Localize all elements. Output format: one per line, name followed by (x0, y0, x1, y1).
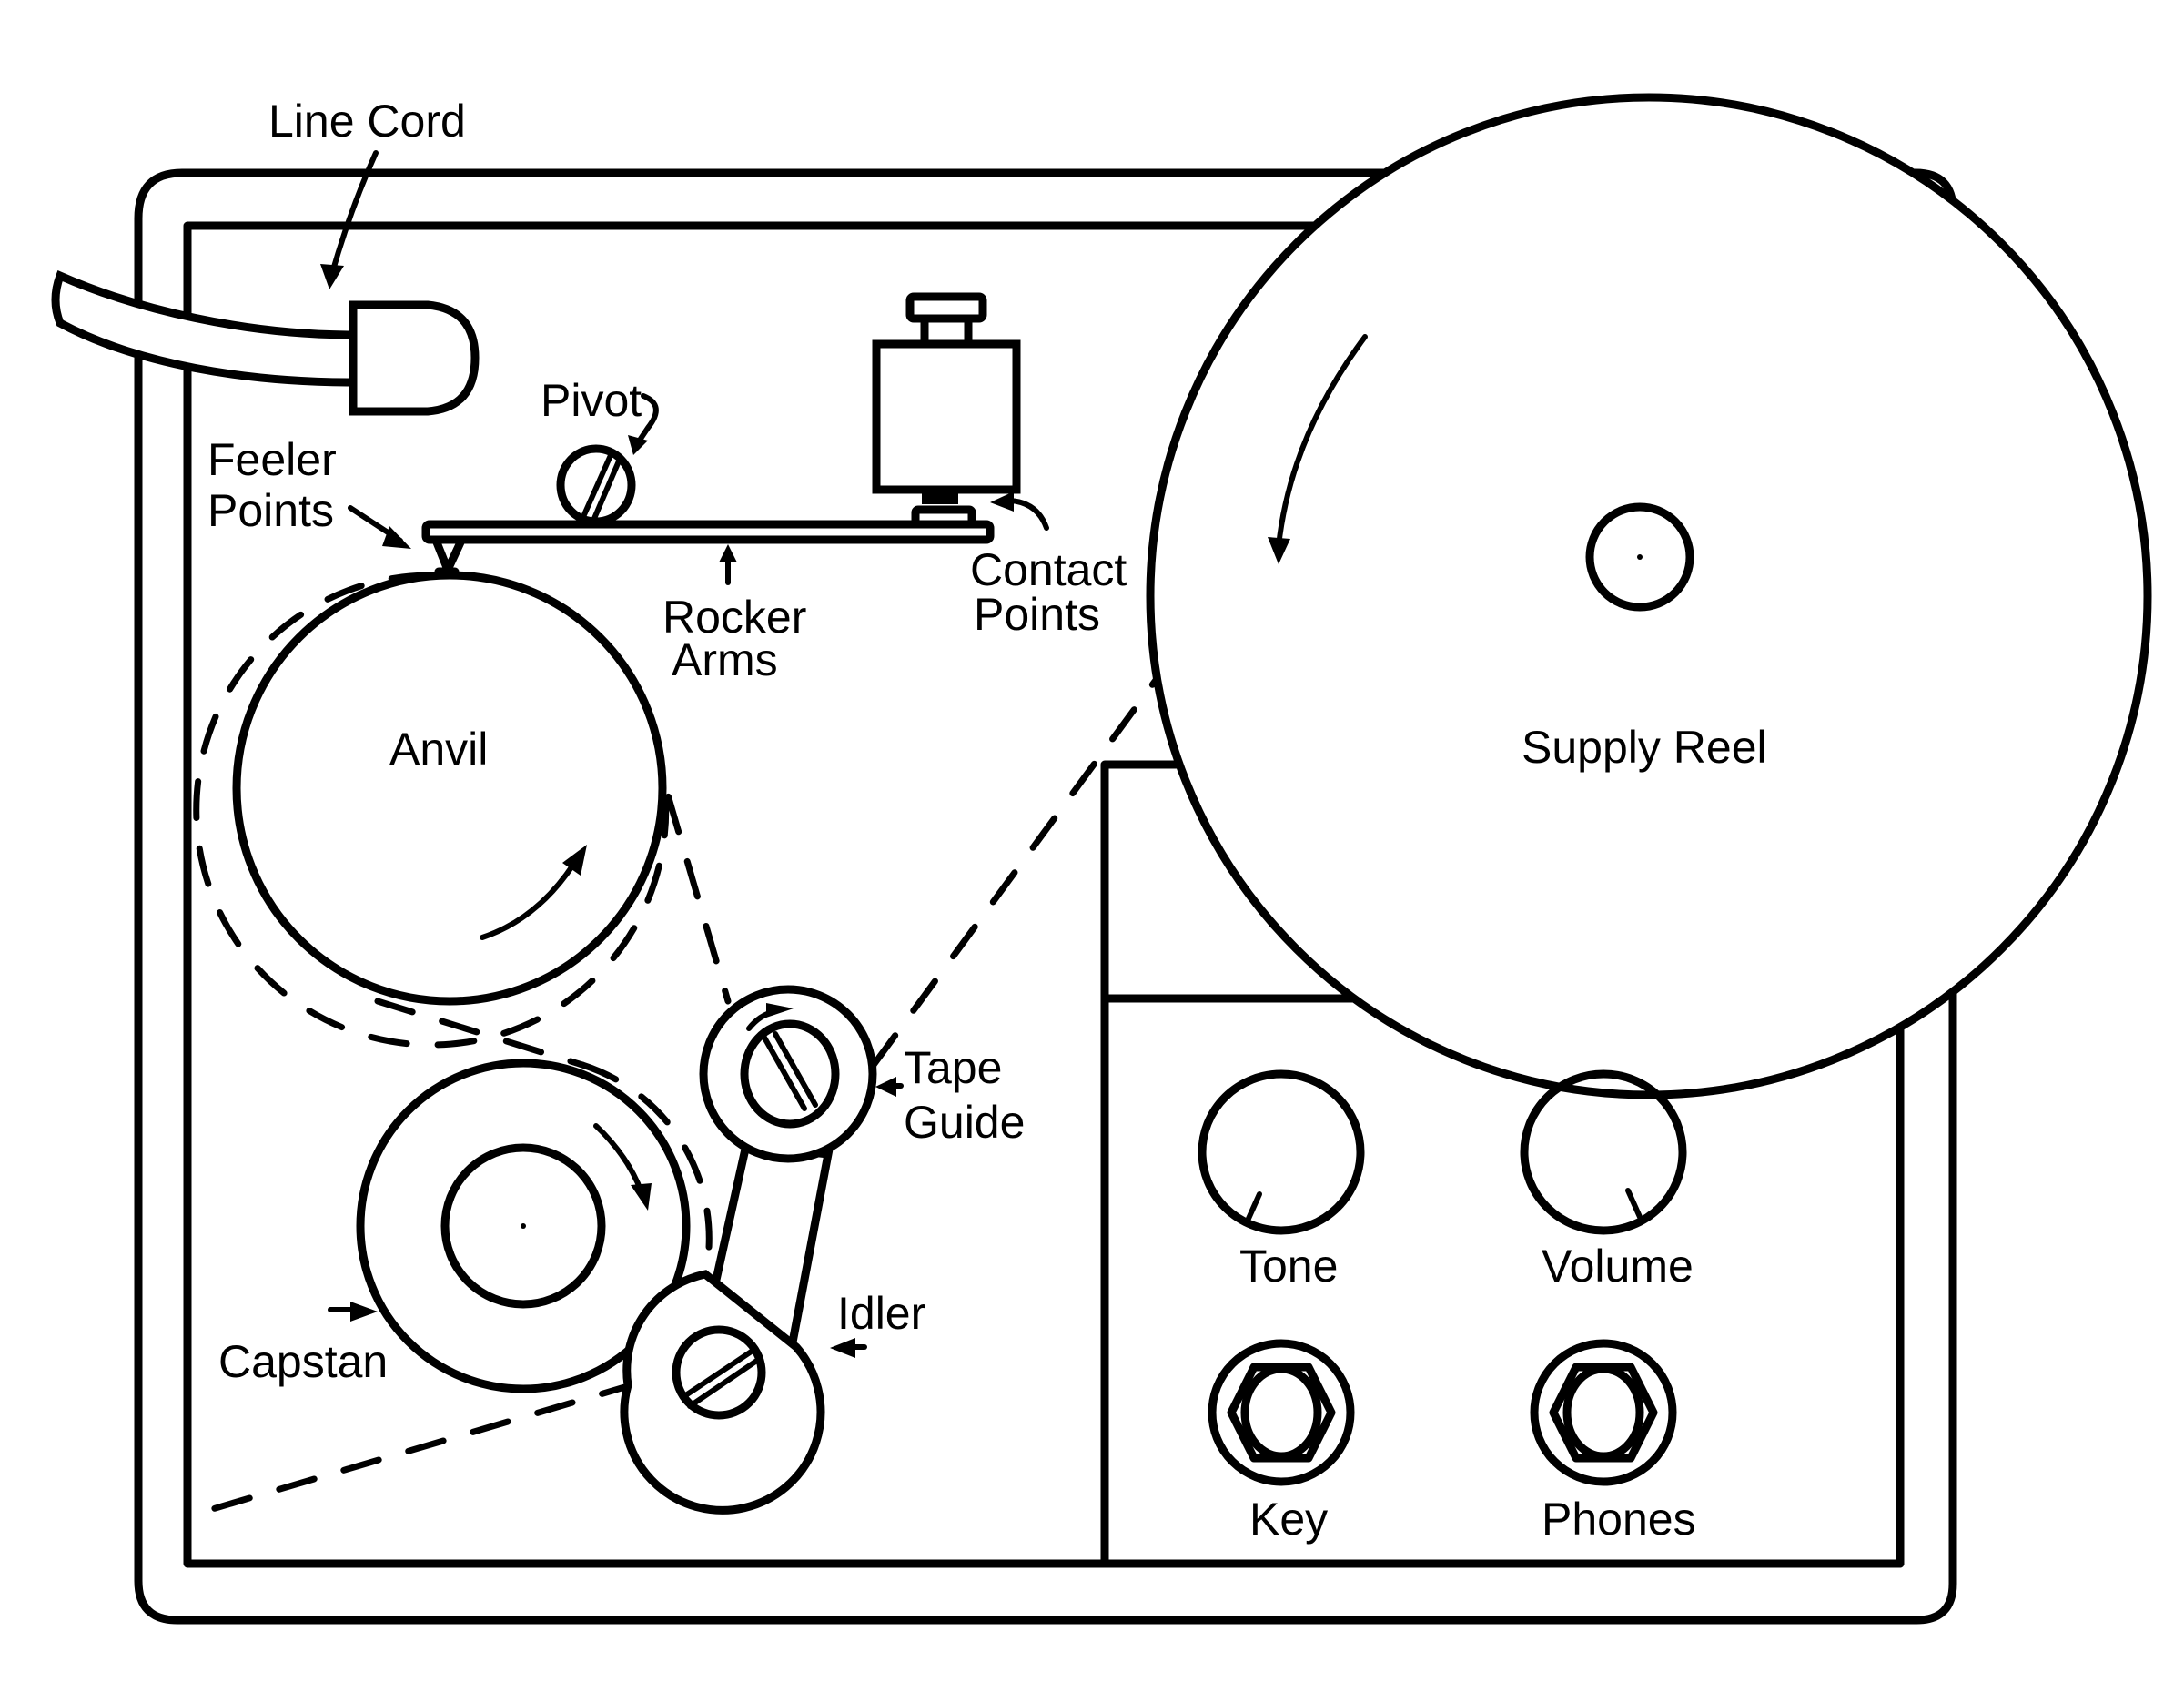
tone-label: Tone (1239, 1241, 1338, 1292)
volume-label: Volume (1542, 1241, 1694, 1292)
anvil-rotation-arrowhead (562, 845, 587, 876)
rocker-arms: Rocker Arms (421, 520, 995, 685)
capstan-label: Capstan (218, 1336, 388, 1387)
capstan-shaft (440, 1143, 606, 1309)
pivot-screw-slot (580, 451, 614, 522)
tape-guide-screw-slot-2 (773, 1031, 818, 1108)
volume-knob-body[interactable] (1520, 1069, 1687, 1235)
tape-reel-to-guide (870, 652, 1178, 1069)
contact-lower-pad (911, 505, 976, 529)
tape-guide-pointer-arrowhead (875, 1077, 896, 1097)
anvil: Anvil (232, 571, 667, 1006)
tone-knob-body[interactable] (1198, 1069, 1365, 1235)
rocker-arms-label-line1: Rocker (662, 592, 806, 643)
volume-knob-indicator (1625, 1188, 1643, 1220)
anvil-drum (232, 571, 667, 1006)
rocker-arms-arrowhead (719, 544, 737, 562)
line-cord-arrow (329, 150, 379, 276)
key-jack[interactable]: Key (1208, 1339, 1355, 1545)
contact-points-label-line1: Contact (970, 544, 1127, 595)
key-jack-hex-nut (1227, 1363, 1336, 1463)
supply-reel-center (1637, 554, 1643, 560)
contact-adjust-screw-neck (920, 314, 973, 349)
supply-reel-hub (1585, 502, 1694, 612)
key-label: Key (1249, 1494, 1328, 1545)
line-cord-plug (349, 300, 480, 416)
anvil-rotation-arrow (480, 862, 576, 940)
tape-wrap-anvil (193, 572, 732, 1049)
rocker-arms-label-line2: Arms (672, 634, 778, 685)
tape-exit (197, 1380, 641, 1516)
supply-reel-disc (1146, 93, 2152, 1099)
idler-label: Idler (837, 1288, 925, 1339)
supply-reel-rotation-arrow (1276, 334, 1368, 549)
key-jack-hole (1240, 1364, 1322, 1461)
line-cord-arrowhead (320, 264, 344, 289)
feeler-points: Feeler Points (207, 434, 411, 549)
contact-points-arrow (1007, 498, 1049, 531)
contact-points: Contact Points (872, 292, 1127, 640)
idler-wheel (620, 1270, 825, 1515)
capstan-pointer-arrowhead (350, 1302, 378, 1322)
tape-guide-screw-slot (762, 1035, 807, 1111)
tape-anvil-to-capstan (374, 998, 586, 1069)
pivot-screw-slot-2 (591, 454, 623, 523)
pivot-arrowhead (628, 435, 648, 455)
capstan-center (521, 1223, 526, 1229)
contact-block-body (872, 339, 1021, 494)
pivot-arrow (634, 393, 659, 447)
idler-screw (672, 1325, 766, 1420)
feeler-point (432, 538, 465, 574)
phones-jack-outer[interactable] (1530, 1339, 1677, 1486)
phones-label: Phones (1542, 1494, 1696, 1545)
idler-screw-slot-2 (687, 1355, 763, 1409)
phones-jack-hole (1562, 1364, 1644, 1461)
tape-guide-label-line2: Guide (904, 1097, 1025, 1148)
volume-knob[interactable]: Volume (1520, 1069, 1694, 1292)
supply-reel-rotation-arrowhead (1268, 537, 1290, 564)
feeler-points-label-line1: Feeler (207, 434, 337, 485)
idler-pointer-arrowhead (830, 1338, 855, 1358)
tone-knob[interactable]: Tone (1198, 1069, 1365, 1292)
idler-screw-slot (682, 1346, 758, 1399)
contact-lower-stud (922, 490, 958, 504)
line-cord: Line Cord (51, 96, 480, 416)
supply-reel-label: Supply Reel (1522, 722, 1767, 773)
line-cord-cable (51, 269, 358, 387)
line-cord-label: Line Cord (268, 96, 466, 147)
supply-reel: Supply Reel (1146, 93, 2152, 1099)
tape-guide-arrowhead (766, 1003, 794, 1018)
capstan-rotation-arrowhead (631, 1183, 652, 1211)
key-jack-outer[interactable] (1208, 1339, 1355, 1486)
rocker-arm-bar (421, 520, 995, 544)
idler: Idler (620, 1270, 925, 1515)
cabinet-outer-frame (134, 168, 1957, 1625)
tape-guide: Tape Guide (699, 985, 1025, 1163)
tone-knob-indicator (1245, 1191, 1262, 1223)
feeler-points-label-line2: Points (207, 485, 334, 536)
tape-guide-screw (740, 1019, 840, 1129)
pivot-label: Pivot (541, 375, 642, 426)
pivot: Pivot (541, 375, 659, 526)
phones-jack[interactable]: Phones (1530, 1339, 1696, 1545)
capstan: Capstan (218, 1059, 691, 1393)
anvil-label: Anvil (389, 724, 488, 775)
contact-points-arrowhead (990, 491, 1014, 512)
feeler-points-arrowhead (382, 526, 411, 549)
phones-jack-hex-nut (1549, 1363, 1658, 1463)
tape-guide-label-line1: Tape (904, 1042, 1002, 1093)
contact-points-label-line2: Points (974, 589, 1100, 640)
